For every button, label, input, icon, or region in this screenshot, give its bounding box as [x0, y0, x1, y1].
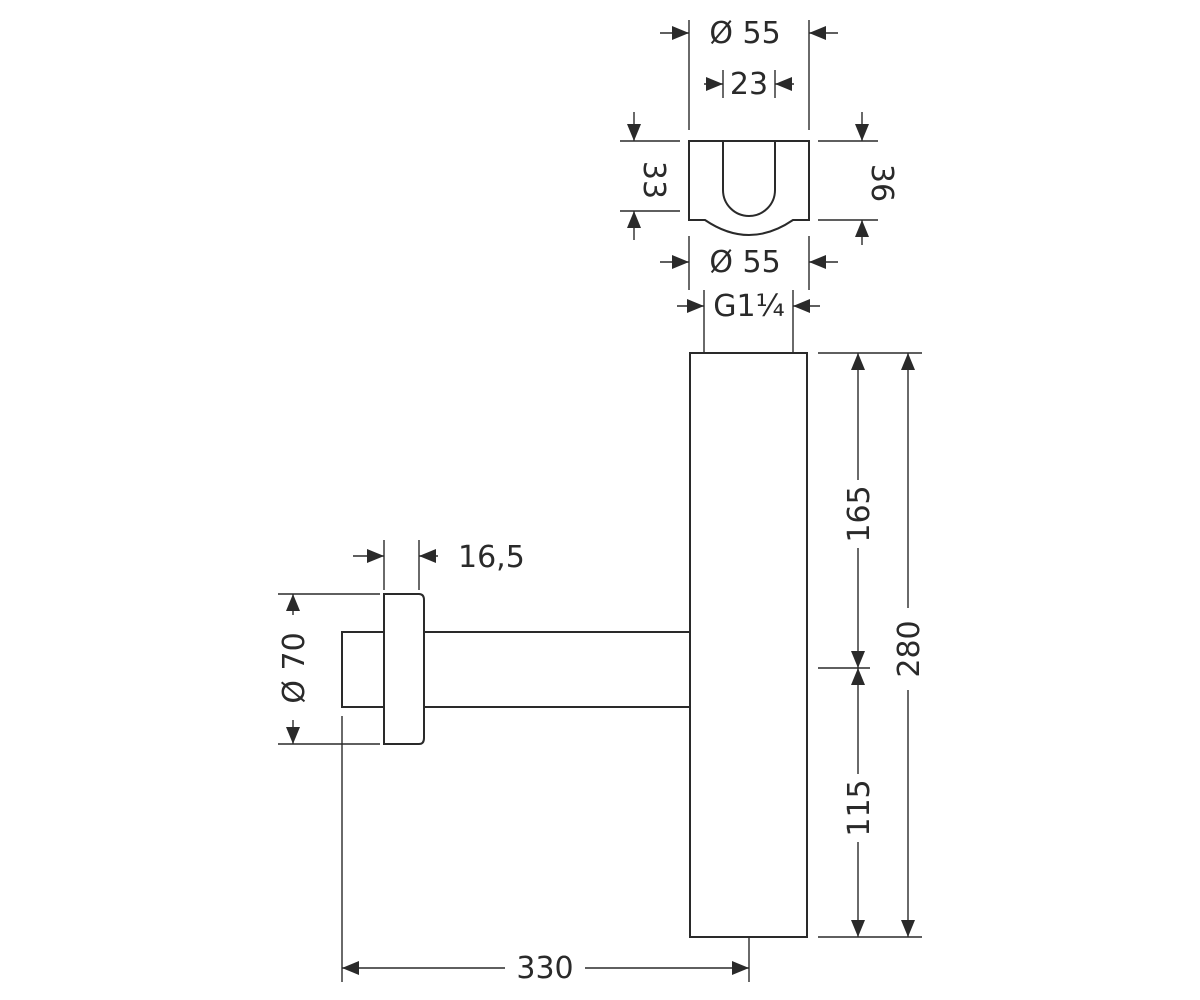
dim-label: 36 — [864, 164, 899, 202]
dim-thread: G1¼ — [677, 289, 820, 352]
dim-rosette-thickness: 16,5 — [353, 540, 525, 590]
dim-top-left-height: 33 — [620, 112, 680, 240]
top-cap-outline — [688, 140, 810, 236]
siphon-body — [689, 352, 808, 938]
dim-label: 16,5 — [458, 540, 525, 575]
rosette — [383, 593, 425, 745]
dim-upper-height: 165 — [842, 353, 877, 668]
dim-label: 280 — [892, 620, 927, 677]
dim-lower-diameter: Ø 55 — [660, 236, 838, 290]
wall-stub — [341, 631, 384, 708]
dim-label: 165 — [842, 485, 877, 542]
dim-top-slot-width: 23 — [704, 67, 794, 102]
dim-label: 23 — [730, 67, 768, 102]
dim-label: 330 — [516, 951, 573, 986]
dim-label: G1¼ — [713, 289, 784, 324]
dim-rosette-diameter: Ø 70 — [277, 593, 380, 745]
top-cap-slot — [722, 141, 776, 217]
dim-total-height: 280 — [892, 353, 927, 937]
dim-label: Ø 55 — [709, 245, 780, 280]
dim-top-outer-diameter: Ø 55 — [660, 16, 838, 51]
dim-label: Ø 70 — [277, 632, 312, 703]
dim-label: 33 — [636, 161, 671, 199]
dim-lower-height: 115 — [842, 668, 877, 937]
top-cap-view — [688, 140, 810, 236]
dim-label: 115 — [842, 779, 877, 836]
siphon-side-view — [341, 352, 808, 938]
dim-label: Ø 55 — [709, 16, 780, 51]
dim-top-right-height: 36 — [818, 112, 899, 245]
dim-projection: 330 — [341, 716, 750, 986]
